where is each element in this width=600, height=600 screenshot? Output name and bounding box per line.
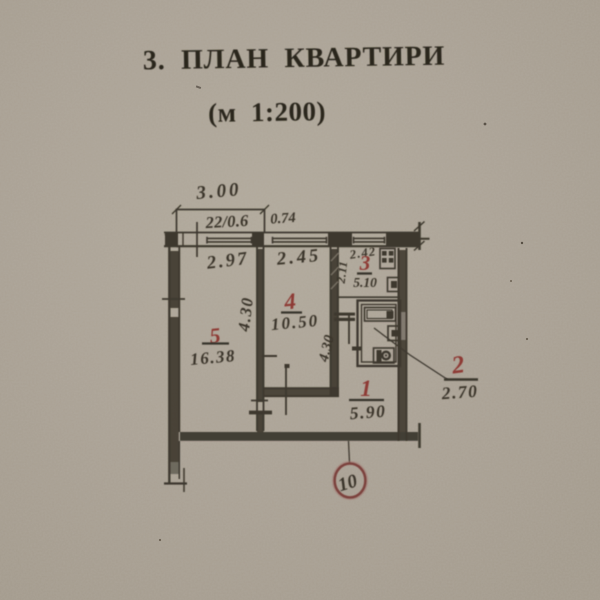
svg-text:3. ПЛАН КВАРТИРИ: 3. ПЛАН КВАРТИРИ [143,41,446,77]
svg-text:5.10: 5.10 [353,275,377,290]
svg-text:5.90: 5.90 [349,401,387,424]
svg-text:2: 2 [449,351,466,380]
svg-text:10.50: 10.50 [270,311,320,334]
svg-text:4: 4 [282,288,297,314]
svg-text:(м 1:200): (м 1:200) [208,96,326,128]
svg-text:2.42: 2.42 [348,244,377,262]
svg-text:5: 5 [208,322,222,348]
svg-text:3.00: 3.00 [195,179,243,204]
svg-text:2.70: 2.70 [440,381,479,404]
svg-text:3: 3 [359,251,371,275]
svg-text:1: 1 [360,376,372,401]
svg-text:4.30: 4.30 [234,295,257,333]
svg-text:0.74: 0.74 [270,210,296,228]
svg-text:16.38: 16.38 [189,346,236,369]
svg-text:4.30: 4.30 [316,333,338,364]
svg-text:2.11: 2.11 [334,260,351,285]
svg-text:2.45: 2.45 [275,246,322,270]
svg-text:22/0.6: 22/0.6 [204,211,249,232]
